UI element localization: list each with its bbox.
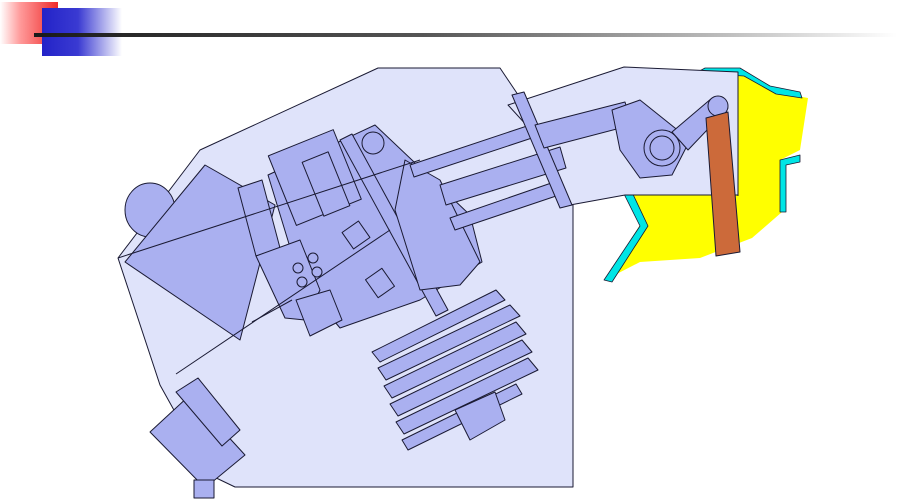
seam-line-2 xyxy=(175,229,391,375)
motor-foot xyxy=(193,479,215,499)
seam-line-1 xyxy=(117,159,421,259)
rod-lower xyxy=(439,146,567,206)
upper-inner-box xyxy=(301,151,351,217)
header-blue-square xyxy=(42,8,122,56)
guide-bar xyxy=(511,91,573,209)
title-bar-decoration xyxy=(0,0,897,60)
terminal-3 xyxy=(296,276,308,288)
header-rule xyxy=(34,33,897,37)
cyan-bracket xyxy=(779,154,801,213)
bellows-foot xyxy=(454,391,506,441)
terminal-tab xyxy=(295,289,343,337)
motor-body xyxy=(149,394,246,489)
yellow-region xyxy=(605,72,808,280)
motor-flange xyxy=(175,377,241,447)
side-plate xyxy=(394,159,481,291)
elbow-joint-inner xyxy=(649,135,675,161)
upper-pivot xyxy=(361,131,385,155)
window-3 xyxy=(341,220,371,250)
terminal-2 xyxy=(307,252,319,264)
terminal-1 xyxy=(292,262,304,274)
bellows xyxy=(371,289,539,451)
window-4 xyxy=(364,267,396,299)
brown-rod xyxy=(705,111,741,257)
terminal-4 xyxy=(311,266,323,278)
